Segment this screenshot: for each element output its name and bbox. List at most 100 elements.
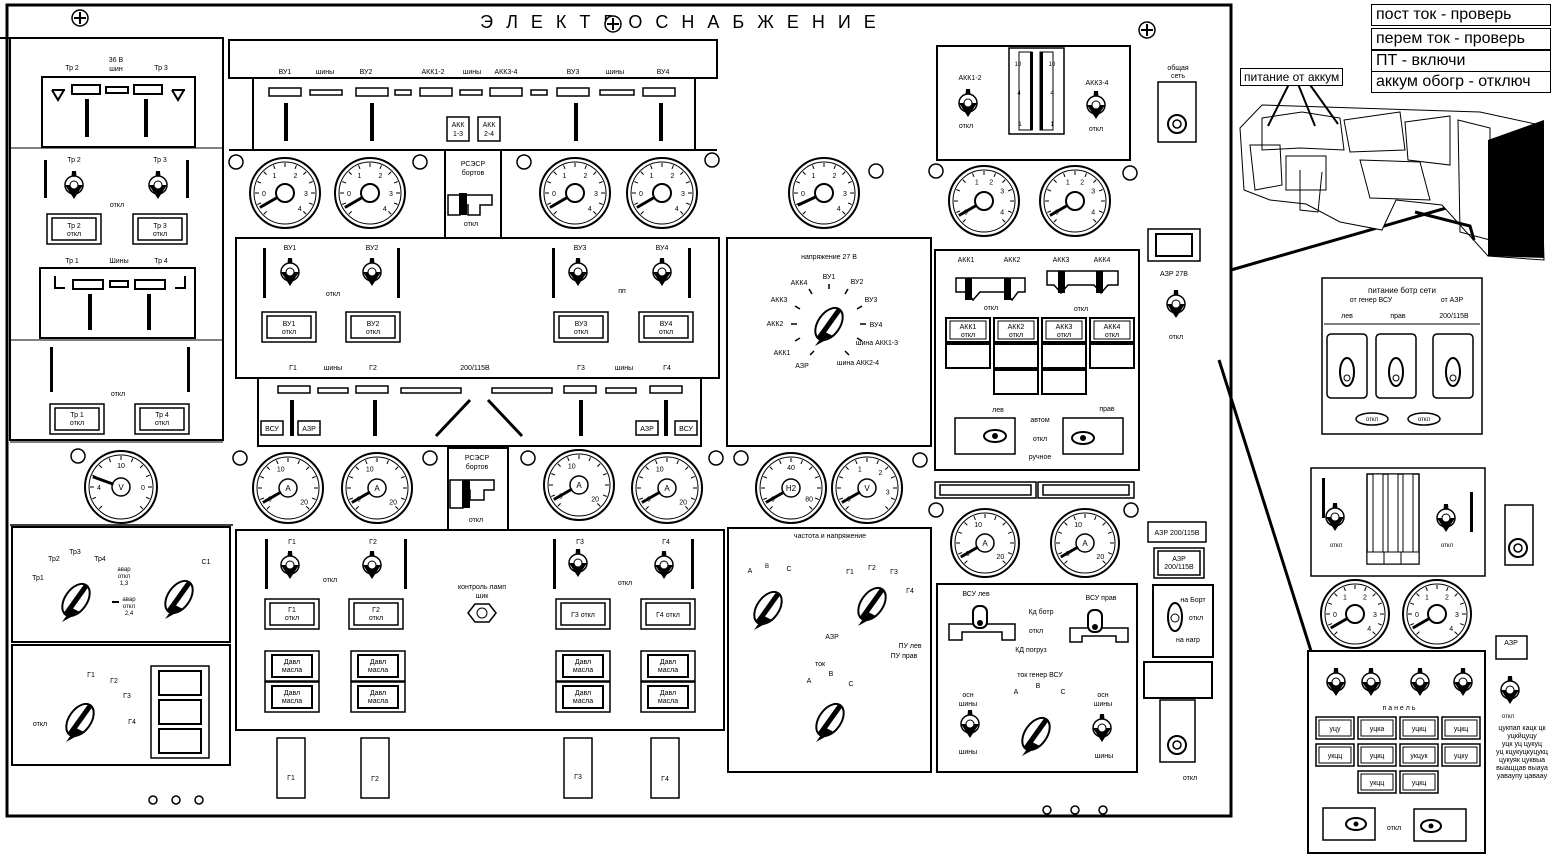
checklist-note-1: пост ток - проверь	[1371, 4, 1551, 26]
g4-off-button[interactable]: Г4 откл	[656, 612, 680, 619]
label-g1: Г1	[288, 539, 296, 546]
azr200-lamp-button[interactable]	[1167, 735, 1187, 755]
akk2-off-button[interactable]: АКК2	[1008, 324, 1025, 331]
panel-button-8[interactable]: уцку	[1454, 753, 1469, 760]
vsu-right-button[interactable]: ВСУ	[679, 426, 693, 433]
label-main: осн	[962, 692, 973, 699]
label-off: откл	[1441, 543, 1454, 549]
gauge-scale-label: 10	[568, 463, 576, 470]
gauge-needle	[351, 490, 371, 504]
g1-off-button[interactable]: Г1	[288, 607, 296, 614]
label-tr3-switch: Тр 3	[153, 157, 167, 164]
label-bus-akk24: шина АКК2-4	[837, 360, 879, 367]
azr200-button[interactable]: АЗР	[1172, 556, 1186, 563]
label-bus: шины	[615, 365, 633, 372]
gauge-needle	[1060, 545, 1079, 559]
vsu-left-button[interactable]: ВСУ	[265, 426, 279, 433]
mount-hole	[928, 163, 944, 179]
oil-pressure-button[interactable]: Давл	[660, 690, 676, 697]
akk13-button[interactable]: АКК	[452, 122, 466, 129]
tr1-off-label: откл	[70, 420, 84, 427]
label-kd-load: КД погруз	[1015, 647, 1047, 654]
oil-pressure-button[interactable]: Давл	[660, 659, 676, 666]
azr-left-button[interactable]: АЗР	[302, 426, 316, 433]
onboard-power-panel: питание ботр сети от генер ВСУ от АЗР ле…	[1321, 277, 1483, 435]
akk1-off-label: откл	[961, 332, 975, 339]
gauge-scale-label: 3	[1455, 612, 1459, 619]
panel-button-3[interactable]: уцкц	[1412, 726, 1427, 733]
label-buses: Шины	[109, 258, 128, 265]
pwr-right-off-button[interactable]	[1407, 412, 1441, 426]
transformer-panel: Тр 2 36 В шин Тр 3 Тр 2 Тр 3 откл Тр 2 о…	[9, 37, 224, 441]
vu3-off-button[interactable]: ВУ3	[575, 321, 588, 328]
gauge-scale-label: 1	[975, 179, 979, 186]
gauge-scale-label: 1	[1425, 595, 1429, 602]
oil-pressure-button[interactable]: Давл	[284, 659, 300, 666]
panel-button-7[interactable]: укцук	[1410, 753, 1428, 760]
gauge-scale-label: 0	[141, 485, 145, 492]
vu4-off-button[interactable]: ВУ4	[660, 321, 673, 328]
gauge-dial: 10020A	[543, 449, 615, 521]
panel-button-10[interactable]: уцкц	[1412, 780, 1427, 787]
panel-button-1[interactable]: уцу	[1329, 726, 1341, 733]
label-200v: 200/115В	[1439, 313, 1469, 320]
oil-pressure-button[interactable]: Давл	[370, 659, 386, 666]
oil-pressure-button[interactable]: Давл	[370, 690, 386, 697]
panel-button-2[interactable]: уцка	[1370, 726, 1385, 733]
oil-pressure-button[interactable]: Давл	[575, 690, 591, 697]
label-tr4: Тр4	[94, 556, 106, 563]
gauge-scale-label: 3	[1091, 189, 1095, 196]
lower-azr-button[interactable]: АЗР	[1504, 640, 1518, 647]
gauge-scale-label: 20	[1096, 554, 1104, 561]
lower-azr-toggle[interactable]	[1500, 675, 1520, 705]
tr3-off-button[interactable]: Тр 3	[153, 223, 167, 230]
scale-10: 10	[1015, 62, 1022, 68]
mount-hole	[868, 163, 884, 179]
label-vu3: ВУ3	[574, 245, 587, 252]
oil-pressure-button[interactable]: Давл	[284, 690, 300, 697]
tr4-off-button[interactable]: Тр 4	[155, 412, 169, 419]
panel-button-5[interactable]: укцц	[1328, 753, 1343, 760]
vu1-off-button[interactable]: ВУ1	[283, 321, 296, 328]
label-load: на нагр	[1176, 637, 1200, 644]
gauge-scale-label: 2	[1445, 595, 1449, 602]
vu2-off-button[interactable]: ВУ2	[367, 321, 380, 328]
g3-block: Г3	[574, 774, 582, 781]
akk24-button[interactable]: АКК	[483, 122, 497, 129]
panel-button-9[interactable]: укцц	[1370, 780, 1385, 787]
mount-hole	[708, 450, 724, 466]
generator-switch-panel: Г1 Г2 Г3 Г4 откл откл контроль ламп шик …	[235, 529, 725, 731]
label-off: откл	[469, 517, 483, 524]
pwr-left-off-button[interactable]	[1355, 412, 1389, 426]
azr-right-button[interactable]: АЗР	[640, 426, 654, 433]
label-kd-bort: Кд ботр	[1029, 608, 1054, 616]
oil-pressure-button[interactable]: Давл	[575, 659, 591, 666]
panel-button-4[interactable]: уцкц	[1454, 726, 1469, 733]
vsu-left-switch[interactable]	[948, 623, 1016, 641]
gauge-scale-label: 1	[858, 466, 862, 473]
g2-off-button[interactable]: Г2	[372, 607, 380, 614]
label-vsu-current: ток генер ВСУ	[1017, 672, 1063, 679]
vu1-off-label: откл	[282, 329, 296, 336]
label-vu3: ВУ3	[567, 69, 580, 76]
label-from-vsu: от генер ВСУ	[1350, 297, 1393, 304]
panel-button-6[interactable]: уцкц	[1370, 753, 1385, 760]
gauge-needle	[1049, 203, 1069, 217]
akk1-off-button[interactable]: АКК1	[960, 324, 977, 331]
akk3-off-button[interactable]: АКК3	[1056, 324, 1073, 331]
tr-selector-panel: Тр1 Тр2 Тр3 Тр4 авар откл 1,3 авар откл …	[11, 526, 231, 643]
label-off: откл	[1029, 628, 1043, 635]
tr2-off-button[interactable]: Тр 2	[67, 223, 81, 230]
panel-note-line: уцк уц цукуц	[1502, 741, 1542, 748]
gauge-scale-label: 20	[679, 499, 687, 506]
common-net-lamp-button[interactable]	[1167, 114, 1187, 134]
lower-right-lamp-button[interactable]	[1508, 538, 1528, 558]
g3-off-button[interactable]: Г3 откл	[571, 612, 595, 619]
akk4-off-button[interactable]: АКК4	[1104, 324, 1121, 331]
tr1-off-button[interactable]: Тр 1	[70, 412, 84, 419]
azr200-button-label: 200/115В	[1164, 564, 1194, 571]
gauge-needle	[1412, 616, 1431, 630]
label-g1: Г1	[846, 569, 854, 576]
vsu-right-switch[interactable]	[1069, 627, 1129, 643]
